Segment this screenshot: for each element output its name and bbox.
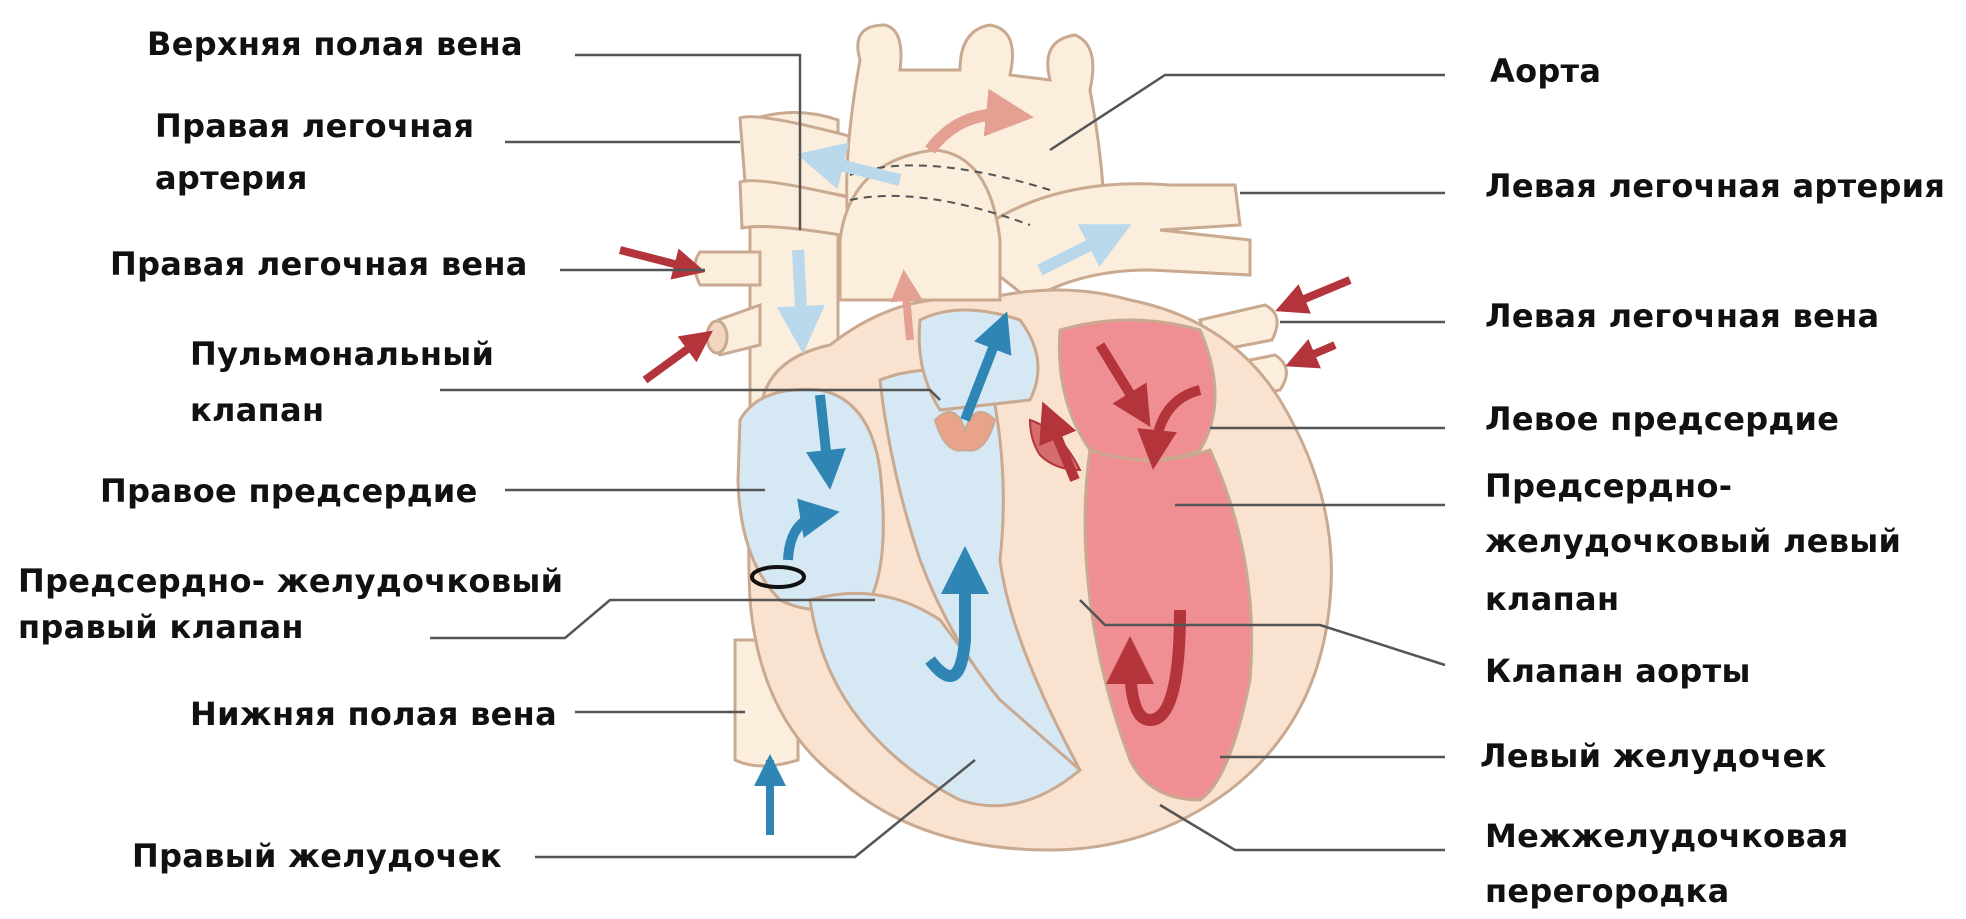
label-mitral-valve-line3: клапан [1485, 578, 1619, 620]
label-superior-vena-cava: Верхняя полая вена [147, 23, 523, 65]
label-pulmonary-valve-line2: клапан [190, 389, 324, 431]
label-pulmonary-valve-line1: Пульмональный [190, 333, 494, 375]
label-inferior-vena-cava: Нижняя полая вена [190, 693, 557, 735]
label-left-ventricle: Левый желудочек [1480, 735, 1827, 777]
label-right-atrium: Правое предсердие [100, 470, 478, 512]
label-right-pulmonary-vein: Правая легочная вена [110, 243, 528, 285]
label-right-ventricle: Правый желудочек [132, 835, 502, 877]
label-mitral-valve-line1: Предсердно- [1485, 465, 1732, 507]
label-right-pulmonary-artery-line2: артерия [155, 157, 308, 199]
label-aortic-valve: Клапан аорты [1485, 650, 1751, 692]
label-tricuspid-valve-line2: правый клапан [18, 606, 304, 648]
right-pulmonary-vein [695, 252, 760, 285]
label-tricuspid-valve-line1: Предсердно- желудочковый [18, 560, 563, 602]
label-left-atrium: Левое предсердие [1485, 398, 1839, 440]
label-left-pulmonary-artery: Левая легочная артерия [1485, 165, 1945, 207]
label-septum-line1: Межжелудочковая [1485, 815, 1849, 857]
label-left-pulmonary-vein: Левая легочная вена [1485, 295, 1879, 337]
label-mitral-valve-line2: желудочковый левый [1485, 520, 1901, 562]
label-aorta: Аорта [1490, 50, 1601, 92]
label-right-pulmonary-artery-line1: Правая легочная [155, 105, 474, 147]
label-septum-line2: перегородка [1485, 870, 1729, 912]
